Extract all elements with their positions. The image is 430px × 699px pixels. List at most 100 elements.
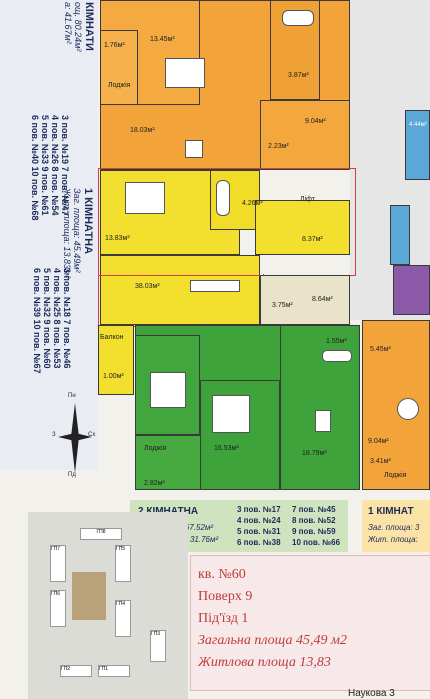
bed-icon [125, 182, 165, 214]
label-area: 2.82м² [144, 480, 165, 487]
site-building: ГП6 [50, 590, 66, 627]
top-list-row: 6 пов. №40 10 пов. №68 [30, 115, 40, 221]
two-room-row: 8 пов. №52 [292, 516, 336, 525]
mid-list-area-main: Заг. площа: 45.49м² [72, 188, 82, 273]
table-icon [397, 398, 419, 420]
selected-apartment-outline [98, 168, 356, 276]
label-area: 9.04м² [305, 118, 326, 125]
note-entrance: Під'їзд 1 [198, 611, 249, 626]
site-building: ГП4 [115, 600, 131, 637]
footer-street: Наукова 3 [348, 688, 395, 699]
room-purple-right [393, 265, 430, 315]
top-list-row: 4 пов. №26 8 пов. №54 [50, 115, 60, 216]
label-elevator: Ліфт [300, 196, 315, 203]
two-room-row: 4 пов. №24 [237, 516, 281, 525]
room-blue-right [405, 110, 430, 180]
label-area: 1.76м² [104, 42, 125, 49]
room-green-loggia [135, 435, 205, 490]
compass-north: Пн [68, 393, 76, 399]
bed-icon [165, 58, 205, 88]
label-area: 3.87м² [288, 72, 309, 79]
top-list-row: 5 пов. №33 9 пов. №61 [40, 115, 50, 216]
mid-apartment-list: 1 КІМНАТНА Заг. площа: 45.49м² Жит. площ… [62, 188, 94, 278]
bathtub-icon [282, 10, 314, 26]
label-area: 3.75м² [272, 302, 293, 309]
two-room-col1: 3 пов. №17 4 пов. №24 5 пов. №31 6 пов. … [237, 504, 281, 548]
bed-icon [212, 395, 250, 433]
room-corridor [260, 275, 350, 325]
note-apartment-number: кв. №60 [198, 567, 246, 582]
label-area: 13.45м² [150, 36, 175, 43]
note-living-area: Житлова площа 13,83 [198, 655, 331, 670]
mid-list-rows: 3 пов. №18 7 пов. №46 4 пов. №25 8 пов. … [32, 268, 72, 374]
top-list-area-living: а: 41.67м² [63, 2, 73, 44]
room-balcony [98, 325, 134, 395]
label-area: 1.55м² [326, 338, 347, 345]
selected-apartment-outline-lower [98, 274, 264, 327]
mid-list-title: 1 КІМНАТНА [82, 188, 94, 255]
label-balcony: Балкон [100, 334, 124, 341]
two-room-title: 2 КІМНАТНА [138, 506, 198, 517]
table-icon [315, 410, 331, 432]
label-area: 18.79м² [302, 450, 327, 457]
two-room-row: 9 пов. №59 [292, 527, 336, 536]
room-yellow-hall [255, 200, 350, 255]
label-area: 9.04м² [368, 438, 389, 445]
site-building: ГП8 [80, 528, 122, 540]
label-area: 18.03м² [130, 127, 155, 134]
two-room-row: 10 пов. №66 [292, 538, 341, 547]
label-area: 1.00м² [103, 373, 124, 380]
two-room-row: 7 пов. №45 [292, 505, 336, 514]
room-orange-loggia [100, 30, 138, 105]
label-area: 38.03м² [135, 283, 160, 290]
room-blue-right-2 [390, 205, 410, 265]
top-list-title: КІМНАТИ [83, 2, 95, 51]
site-building: ГП5 [115, 545, 131, 582]
one-room-area-main: Заг. площа: 3 [368, 523, 420, 532]
two-room-row: 5 пов. №31 [237, 527, 281, 536]
label-area: 4.44м² [409, 122, 427, 128]
label-area: 8.37м² [302, 236, 323, 243]
bed-icon [150, 372, 186, 408]
label-area: 16.53м² [214, 445, 239, 452]
site-building: ГП7 [50, 545, 66, 582]
mid-list-row: 5 пов. №32 9 пов. №60 [42, 268, 52, 369]
compass-west: З [52, 432, 56, 438]
kitchen-counter-icon [190, 280, 240, 292]
two-room-col2: 7 пов. №45 8 пов. №52 9 пов. №59 10 пов.… [292, 504, 340, 548]
one-room-title: 1 КІМНАТ [368, 506, 414, 517]
compass-east: Сх [88, 432, 96, 438]
table-icon [185, 140, 203, 158]
mid-list-row: 3 пов. №18 7 пов. №46 [62, 268, 72, 369]
compass-icon [58, 403, 92, 473]
apartment-note-card [190, 555, 430, 691]
site-building: ГП2 [60, 665, 92, 677]
top-apartment-list: КІМНАТИ ощ. 80.24м² а: 41.67м² [59, 2, 95, 51]
two-room-row: 6 пов. №38 [237, 538, 281, 547]
site-building: ГП1 [98, 665, 130, 677]
label-area: 8.64м² [312, 296, 333, 303]
label-loggia: Лоджія [384, 472, 407, 479]
two-room-row: 3 пов. №17 [237, 505, 281, 514]
room-orange-right [362, 320, 430, 490]
left-strip [0, 0, 98, 470]
label-area: 3.41м² [370, 458, 391, 465]
one-room-card [362, 500, 430, 552]
top-list-area-main: ощ. 80.24м² [73, 2, 83, 52]
mid-list-area-living: Жит. площа: 13.83м² [62, 188, 72, 279]
label-loggia: Лоджія [144, 445, 167, 452]
room-orange-corridor [260, 100, 350, 170]
compass-south: Пд [68, 472, 76, 478]
label-loggia: Лоджія [108, 82, 131, 89]
bathtub-icon [322, 350, 352, 362]
label-area: 4.26м² [242, 200, 263, 207]
label-area: 2.23м² [268, 143, 289, 150]
note-floor: Поверх 9 [198, 589, 253, 604]
mid-list-row: 4 пов. №25 8 пов. №53 [52, 268, 62, 369]
one-room-area-living: Жит. площа: [368, 535, 418, 544]
note-total-area: Загальна площа 45,49 м2 [198, 633, 347, 648]
mid-list-row: 6 пов. №39 10 пов. №67 [32, 268, 42, 374]
bathtub-icon [216, 180, 230, 216]
site-building: ГП3 [150, 630, 166, 662]
label-area: 13.83м² [105, 235, 130, 242]
